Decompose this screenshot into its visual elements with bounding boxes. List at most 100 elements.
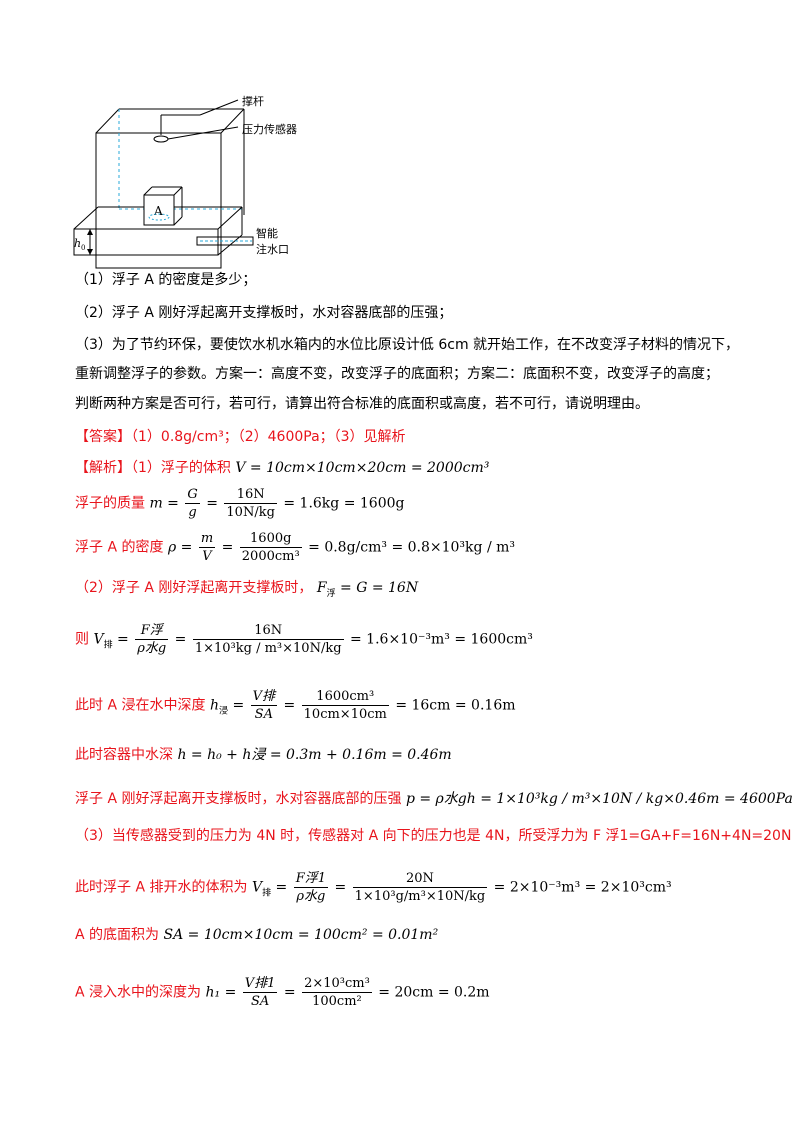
frac-num: m xyxy=(198,531,216,548)
frac-den: 100cm² xyxy=(312,994,362,1009)
solution-line-7: 此时容器中水深 h = h₀ + h浸 = 0.3m + 0.16m = 0.4… xyxy=(75,745,452,765)
solution-4-F: F xyxy=(316,580,327,596)
solution-11-prefix: A 的底面积为 xyxy=(75,927,160,943)
solution-7-expr: h = h₀ + h浸 = 0.3m + 0.16m = 0.46m xyxy=(177,747,452,763)
frac-den: ρ水g xyxy=(296,889,326,904)
question-3-line-1: （3）为了节约环保，要使饮水机水箱内的水位比原设计低 6cm 就开始工作，在不改… xyxy=(75,337,740,353)
frac-num: V排 xyxy=(250,689,278,706)
solution-5-prefix: 则 xyxy=(75,631,89,648)
solution-3-a: ρ = xyxy=(167,539,193,556)
frac-num: 16N xyxy=(192,622,344,640)
frac-num: F浮 xyxy=(135,622,169,640)
solution-4-prefix: （2）浮子 A 刚好浮起离开支撑板时， xyxy=(75,580,313,596)
frac-num: V排1 xyxy=(242,976,278,993)
frac-num: 20N xyxy=(352,870,488,888)
solution-6-c: = 16cm = 0.16m xyxy=(395,697,516,714)
tank-svg: A 撑杆 压力传感器 h 0 智能 注水口 xyxy=(73,94,297,269)
solution-4-sub: 浮 xyxy=(326,588,336,599)
solution-line-4: （2）浮子 A 刚好浮起离开支撑板时， F浮 = G = 16N xyxy=(75,578,418,604)
solution-6-b: = xyxy=(283,697,296,714)
solution-10-sub: 排 xyxy=(262,888,272,899)
frac-den: SA xyxy=(250,994,270,1009)
solution-10-c: = 2×10⁻³m³ = 2×10³cm³ xyxy=(493,879,672,896)
question-2: （2）浮子 A 刚好浮起离开支撑板时，水对容器底部的压强； xyxy=(75,305,453,321)
question-3-line-2: 重新调整浮子的参数。方案一：高度不变，改变浮子的底面积；方案二：底面积不变，改变… xyxy=(75,366,719,382)
solution-line-8: 浮子 A 刚好浮起离开支撑板时，水对容器底部的压强 p = ρ水gh = 1×1… xyxy=(75,789,793,809)
frac-den: 1×10³kg / m³×10N/kg xyxy=(194,641,342,656)
frac-den: SA xyxy=(254,707,273,722)
solution-12-h: h₁ = xyxy=(205,984,237,1001)
solution-12-b: = 20cm = 0.2m xyxy=(378,984,490,1001)
frac-num: 1600g xyxy=(239,530,302,548)
inlet-label-2: 注水口 xyxy=(256,242,289,256)
frac-num: 2×10³cm³ xyxy=(302,976,372,993)
question-1: （1）浮子 A 的密度是多少； xyxy=(75,272,257,288)
frac-den: V xyxy=(202,549,212,564)
frac-num: G xyxy=(185,487,200,504)
frac-den: g xyxy=(188,505,197,520)
solution-7-prefix: 此时容器中水深 xyxy=(75,747,173,763)
solution-6-prefix: 此时 A 浸在水中深度 xyxy=(75,697,206,714)
solution-10-b: = xyxy=(334,879,347,896)
solution-8-prefix: 浮子 A 刚好浮起离开支撑板时，水对容器底部的压强 xyxy=(75,791,402,807)
solution-1-expr: V = 10cm×10cm×20cm = 2000cm³ xyxy=(235,460,490,476)
solution-5-a: = xyxy=(117,631,129,648)
solution-5-b: = xyxy=(174,631,187,648)
solution-6-h: h xyxy=(209,697,219,714)
solution-5-sub: 排 xyxy=(103,640,113,651)
solution-6-a: = xyxy=(232,697,245,714)
solution-6-sub: 浸 xyxy=(218,706,228,717)
water-tank-diagram: A 撑杆 压力传感器 h 0 智能 注水口 xyxy=(70,94,330,270)
h0-sub: 0 xyxy=(81,244,85,252)
solution-3-c: = 0.8g/cm³ = 0.8×10³kg / m³ xyxy=(308,539,515,556)
h0-label: h xyxy=(74,237,81,250)
solution-11-expr: SA = 10cm×10cm = 100cm² = 0.01m² xyxy=(163,927,439,943)
solution-12-prefix: A 浸入水中的深度为 xyxy=(75,984,202,1001)
solution-3-prefix: 浮子 A 的密度 xyxy=(75,539,164,556)
solution-2-prefix: 浮子的质量 xyxy=(75,495,145,512)
solution-5-c: = 1.6×10⁻³m³ = 1600cm³ xyxy=(350,631,533,648)
frac-num: 1600cm³ xyxy=(301,688,389,706)
solution-line-11: A 的底面积为 SA = 10cm×10cm = 100cm² = 0.01m² xyxy=(75,925,438,945)
solution-line-1: 【解析】（1）浮子的体积 V = 10cm×10cm×20cm = 2000cm… xyxy=(75,458,489,478)
solution-10-prefix: 此时浮子 A 排开水的体积为 xyxy=(75,879,248,896)
frac-den: 10N/kg xyxy=(226,505,275,520)
solution-2-c: = 1.6kg = 1600g xyxy=(283,495,405,512)
inlet-label-1: 智能 xyxy=(256,226,278,240)
rod-label: 撑杆 xyxy=(242,95,264,108)
solution-2-b: = xyxy=(206,495,218,512)
solution-8-expr: p = ρ水gh = 1×10³kg / m³×10N / kg×0.46m =… xyxy=(405,791,793,807)
solution-12-a: = xyxy=(283,984,296,1001)
solution-10-a: = xyxy=(275,879,288,896)
solution-line-9: （3）当传感器受到的压力为 4N 时，传感器对 A 向下的压力也是 4N，所受浮… xyxy=(75,828,792,844)
frac-den: 2000cm³ xyxy=(241,549,300,564)
solution-4-rest: = G = 16N xyxy=(340,580,419,596)
float-label: A xyxy=(153,204,163,218)
question-3-line-3: 判断两种方案是否可行，若可行，请算出符合标准的底面积或高度，若不可行，请说明理由… xyxy=(75,396,649,412)
solution-10-V: V xyxy=(251,879,263,896)
solution-3-b: = xyxy=(221,539,234,556)
frac-den: 10cm×10cm xyxy=(303,707,387,722)
sensor-label: 压力传感器 xyxy=(242,123,297,136)
frac-den: 1×10³g/m³×10N/kg xyxy=(354,889,486,904)
answer-line: 【答案】（1）0.8g/cm³；（2）4600Pa；（3）见解析 xyxy=(75,429,406,445)
solution-1-prefix: 【解析】（1）浮子的体积 xyxy=(75,460,231,476)
solution-5-V: V xyxy=(93,631,104,648)
